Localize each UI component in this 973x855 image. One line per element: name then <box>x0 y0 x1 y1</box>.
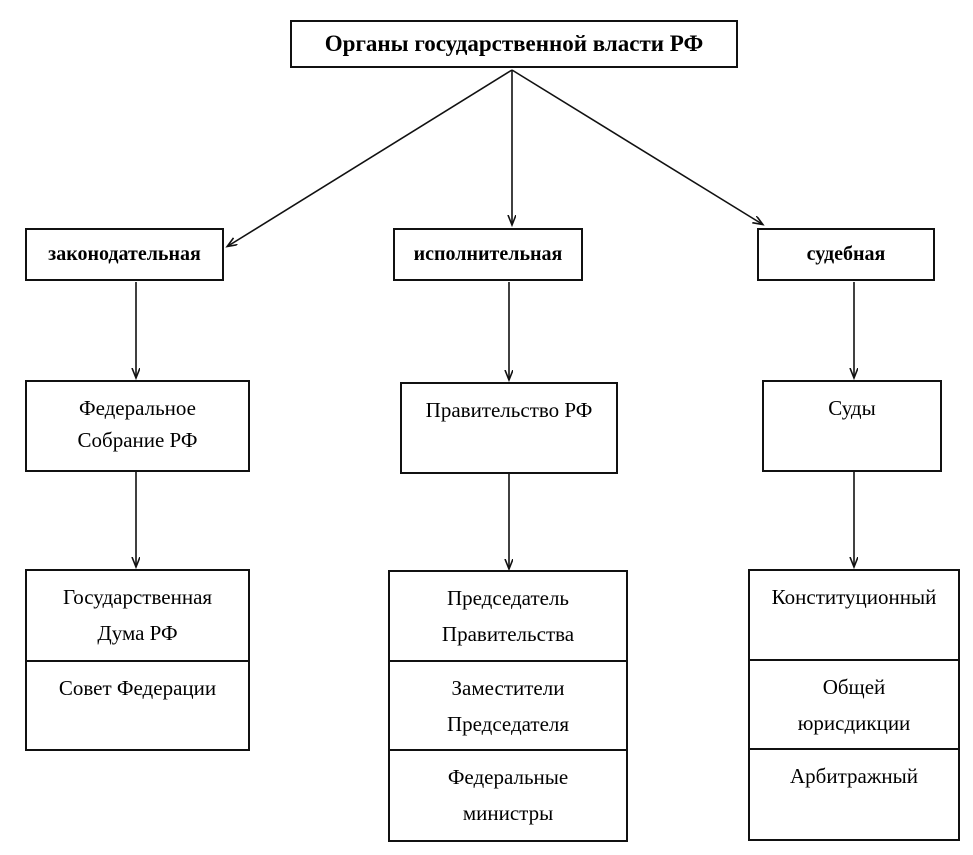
stack-executive-cell-1[interactable]: Заместители Председателя <box>390 662 626 752</box>
stack-judicial-cell-1-line1: Общей <box>822 674 886 699</box>
node-branch-executive-label: исполнительная <box>413 243 563 265</box>
node-courts[interactable]: Суды <box>762 380 942 472</box>
stack-judicial-cell-0[interactable]: Конституционный <box>750 571 958 661</box>
node-branch-legislative[interactable]: законодательная <box>25 228 224 281</box>
node-branch-executive[interactable]: исполнительная <box>393 228 583 281</box>
node-state-authorities-label: Органы государственной власти РФ <box>324 31 704 56</box>
node-federal-assembly[interactable]: Федеральное Собрание РФ <box>25 380 250 472</box>
stack-legislative-cell-0-line2: Дума РФ <box>97 621 178 645</box>
connector-title-to-judicial <box>511 69 762 224</box>
stack-judicial-cell-0-line1: Конституционный <box>771 585 937 609</box>
stack-legislative-cell-0-line1: Государственная <box>62 585 213 609</box>
stack-legislative-bodies: Государственная Дума РФ Совет Федерации <box>25 569 250 751</box>
stack-executive-bodies: Председатель Правительства Заместители П… <box>388 570 628 842</box>
node-branch-legislative-label: законодательная <box>48 243 201 265</box>
node-government[interactable]: Правительство РФ <box>400 382 618 474</box>
stack-legislative-cell-1[interactable]: Совет Федерации <box>27 662 248 749</box>
stack-judicial-cell-2[interactable]: Арбитражный <box>750 750 958 839</box>
connector-title-to-legislative <box>228 69 513 246</box>
stack-executive-cell-1-line2: Председателя <box>446 711 570 736</box>
node-branch-judicial[interactable]: судебная <box>757 228 935 281</box>
node-branch-judicial-label: судебная <box>806 243 886 265</box>
node-federal-assembly-line1: Федеральное <box>78 396 197 420</box>
stack-judicial-cell-1[interactable]: Общей юрисдикции <box>750 661 958 751</box>
stack-judicial-bodies: Конституционный Общей юрисдикции Арбитра… <box>748 569 960 841</box>
node-government-line1: Правительство РФ <box>425 398 593 422</box>
stack-executive-cell-1-line1: Заместители <box>451 675 565 700</box>
stack-executive-cell-2-line2: министры <box>462 801 554 826</box>
stack-legislative-cell-0[interactable]: Государственная Дума РФ <box>27 571 248 662</box>
stack-judicial-cell-1-line2: юрисдикции <box>797 710 911 735</box>
node-federal-assembly-line2: Собрание РФ <box>77 428 198 452</box>
stack-executive-cell-0[interactable]: Председатель Правительства <box>390 572 626 662</box>
node-courts-line1: Суды <box>828 396 876 420</box>
node-state-authorities[interactable]: Органы государственной власти РФ <box>290 20 738 68</box>
stack-legislative-cell-1-line1: Совет Федерации <box>58 675 217 700</box>
stack-judicial-cell-2-line1: Арбитражный <box>790 764 918 789</box>
stack-executive-cell-2-line1: Федеральные <box>447 765 569 790</box>
stack-executive-cell-0-line2: Правительства <box>441 622 575 646</box>
stack-executive-cell-2[interactable]: Федеральные министры <box>390 751 626 840</box>
stack-executive-cell-0-line1: Председатель <box>446 586 570 610</box>
